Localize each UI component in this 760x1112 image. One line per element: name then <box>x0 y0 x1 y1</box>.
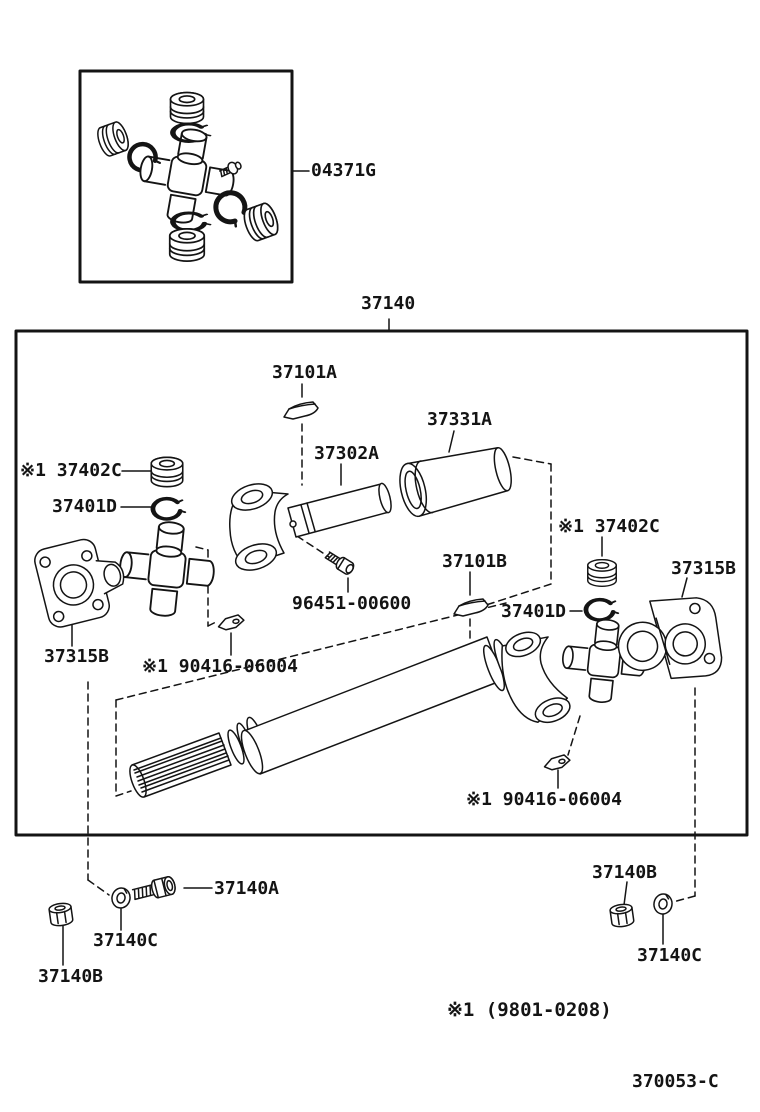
part-label-plate-front: 37101A <box>272 362 338 383</box>
assembly-box <box>14 329 749 837</box>
universal-joint-kit-drawing <box>93 91 282 262</box>
front-flange-drawing <box>34 538 125 628</box>
part-label-snapring-right: 37401D <box>501 601 567 622</box>
part-label-snapring-left: 37401D <box>52 496 118 517</box>
part-label-bolt-a-left: 37140A <box>214 878 280 899</box>
part-label-yoke-shaft: 37302A <box>314 443 380 464</box>
balance-plate-front-drawing <box>283 401 319 420</box>
part-label-plate-rear: 37101B <box>442 551 508 572</box>
front-yoke-shaft-drawing <box>229 482 392 571</box>
nut-right-drawing <box>608 902 636 929</box>
part-label-washer-right: 37140C <box>637 945 703 966</box>
rear-flange-drawing <box>617 597 723 680</box>
snap-ring-right-drawing <box>586 600 618 620</box>
kit-box <box>78 69 294 284</box>
part-label-nut-right: 37140B <box>592 862 658 883</box>
spider-bearing-right-drawing <box>587 558 617 588</box>
nut-left-drawing <box>47 901 75 928</box>
part-label-kit: 04371G <box>311 160 377 181</box>
kit-bearing-cap-bottom <box>168 228 206 262</box>
part-label-bearing-right: ※1 37402C <box>558 516 660 537</box>
part-label-clip-rear: ※1 90416-06004 <box>466 789 622 810</box>
dashed-lines <box>87 423 696 903</box>
clip-front-drawing <box>216 613 246 632</box>
leader-lines <box>62 170 688 966</box>
propeller-shaft-drawing <box>129 631 571 798</box>
spider-bearing-left-drawing <box>150 456 184 488</box>
balance-plate-rear-drawing <box>453 598 489 617</box>
snap-ring-left-drawing <box>153 499 185 519</box>
center-bolt-drawing <box>324 551 355 575</box>
footnote: ※1 (9801-0208) <box>447 999 612 1021</box>
part-label-assembly: 37140 <box>361 293 416 314</box>
part-label-washer-left: 37140C <box>93 930 159 951</box>
flange-bolt-drawing <box>131 876 176 901</box>
part-label-flange-left: 37315B <box>44 646 110 667</box>
kit-bearing-cap-left <box>93 119 133 159</box>
lock-washer-right-drawing <box>651 891 675 917</box>
kit-bearing-cap-top <box>169 91 205 125</box>
front-spider-drawing <box>114 516 220 622</box>
part-label-clip-front: ※1 90416-06004 <box>142 656 298 677</box>
lock-washer-left-drawing <box>109 885 133 911</box>
part-label-flange-right: 37315B <box>671 558 737 579</box>
doc-code: 370053-C <box>632 1071 719 1092</box>
kit-grease-fitting <box>219 161 242 178</box>
clip-rear-drawing <box>542 753 572 772</box>
part-label-bolt-center: 96451-00600 <box>292 593 412 614</box>
spline-sleeve-drawing <box>399 446 512 518</box>
part-label-nut-left: 37140B <box>38 966 104 987</box>
part-label-sleeve: 37331A <box>427 409 493 430</box>
part-label-bearing-left: ※1 37402C <box>20 460 122 481</box>
